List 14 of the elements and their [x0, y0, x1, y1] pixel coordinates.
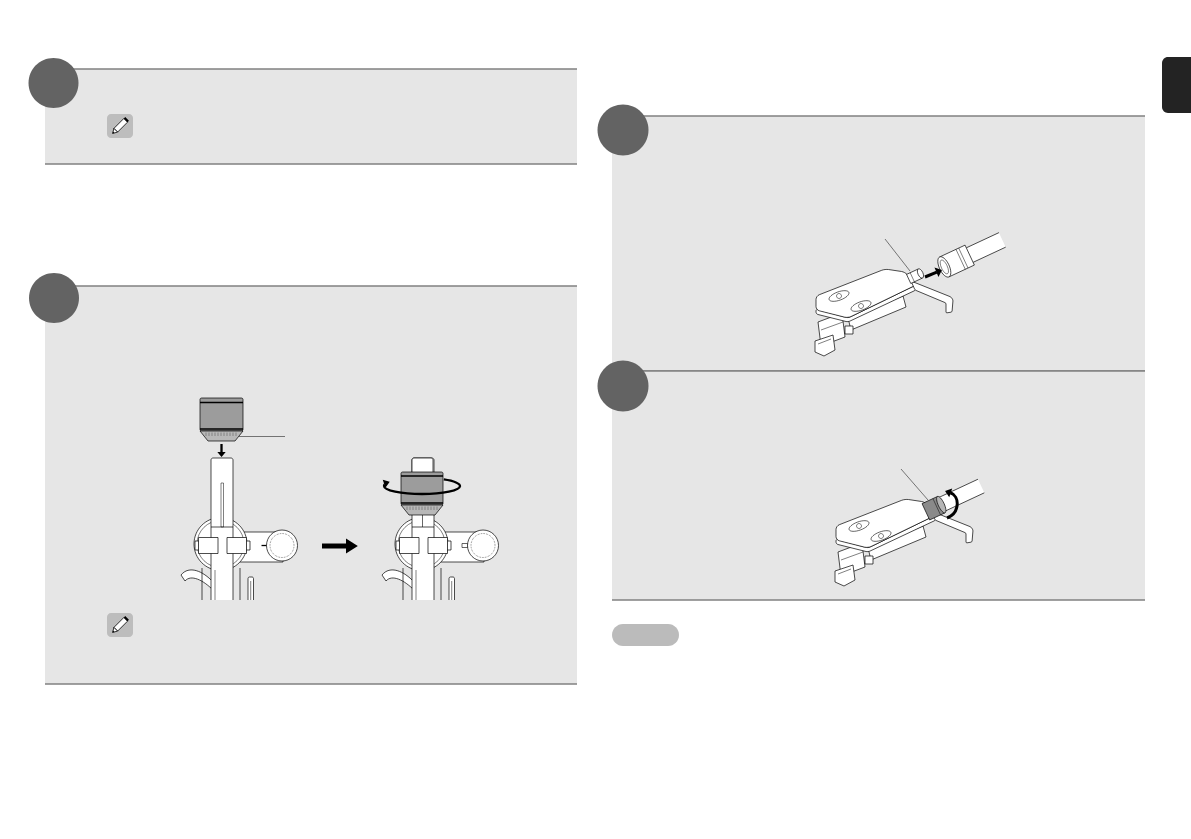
headshell-illustration [814, 232, 1007, 357]
pill-badge [612, 624, 679, 646]
side-tab [1162, 57, 1191, 113]
step-circle [29, 273, 79, 323]
step-panel [44, 285, 578, 685]
step-circle [28, 58, 79, 108]
step-circle [597, 360, 649, 412]
step-panel [611, 370, 1146, 601]
step-panel [44, 68, 578, 165]
spindle-illustration [381, 457, 499, 601]
headshell-illustration [834, 468, 985, 587]
spindle-illustration [180, 397, 298, 601]
step-circle [597, 104, 649, 156]
step-panel [611, 115, 1146, 372]
